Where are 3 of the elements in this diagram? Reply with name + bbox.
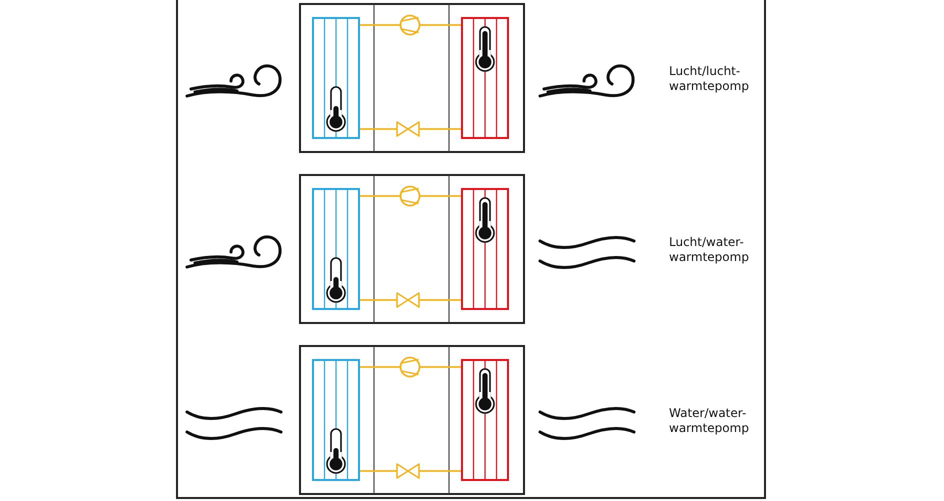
heat-pump-type-label: Lucht/water-warmtepomp: [669, 235, 750, 264]
heat-pump-type-label: Lucht/lucht-warmtepomp: [669, 64, 750, 93]
heat-pump-type-label: Water/water-warmtepomp: [669, 406, 750, 435]
